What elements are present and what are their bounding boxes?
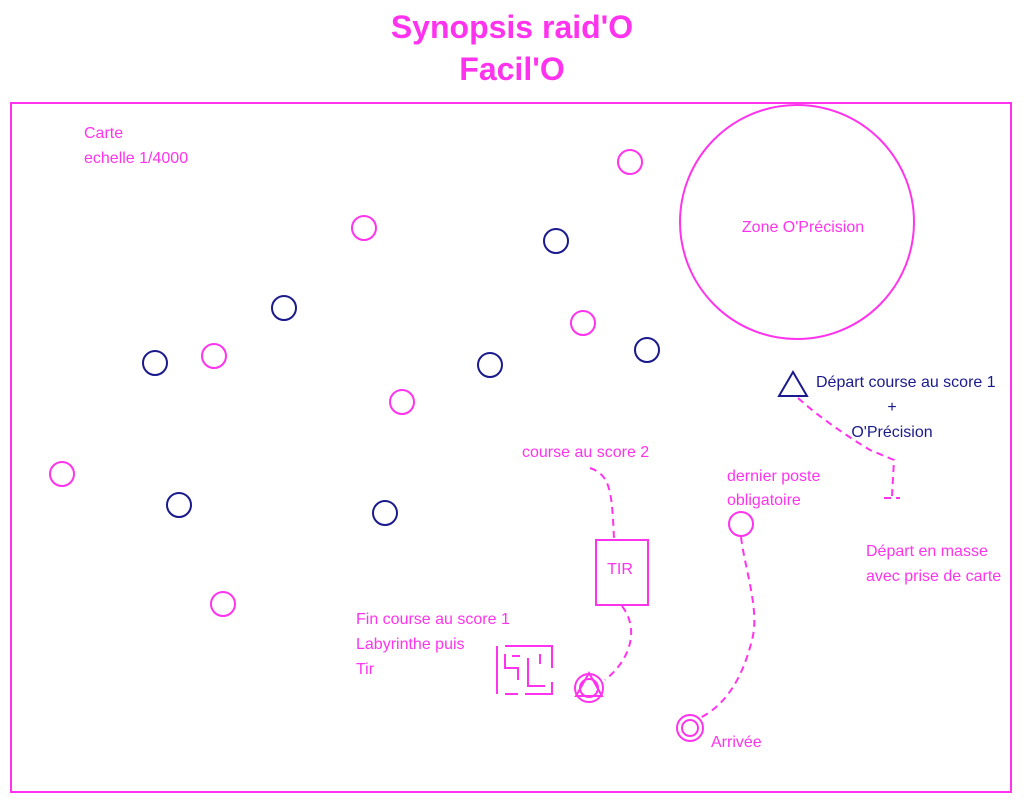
- last-post-label-2: obligatoire: [727, 492, 801, 509]
- control-point: [210, 591, 236, 617]
- control-point: [570, 310, 596, 336]
- last-post-label-1: dernier poste: [727, 468, 820, 485]
- map-label-carte: Carte: [84, 125, 123, 142]
- precision-zone-circle: [679, 104, 915, 340]
- navy-control-points: [142, 228, 660, 526]
- map-frame: [10, 102, 1012, 793]
- end-score1-label-1: Fin course au score 1: [356, 611, 510, 628]
- tir-box-label: TIR: [607, 561, 633, 578]
- tir-box: [595, 539, 649, 606]
- control-point: [617, 149, 643, 175]
- control-point: [543, 228, 569, 254]
- path-score2: [589, 467, 615, 541]
- title-line-2: Facil'O: [459, 51, 565, 87]
- end-score1-label-2: Labyrinthe puis: [356, 636, 465, 653]
- path-start-to-mass: [797, 397, 900, 499]
- control-point: [351, 215, 377, 241]
- finish-icon: [676, 714, 704, 742]
- control-point: [271, 295, 297, 321]
- control-point: [166, 492, 192, 518]
- magenta-control-points: [49, 149, 754, 617]
- start-triangle-icon: [777, 370, 809, 397]
- start-score1-plus: +: [887, 399, 896, 416]
- diagram-title: Synopsis raid'O Facil'O: [0, 6, 1024, 90]
- control-point: [142, 350, 168, 376]
- path-tir-to-shoot: [604, 605, 632, 681]
- shooting-point-icon: [574, 670, 604, 703]
- end-score1-label-3: Tir: [356, 661, 375, 678]
- mass-start-label-1: Départ en masse: [866, 543, 988, 560]
- last-mandatory-control: [728, 511, 754, 537]
- control-point: [49, 461, 75, 487]
- map-label-scale: echelle 1/4000: [84, 150, 188, 167]
- control-point: [389, 389, 415, 415]
- score2-label: course au score 2: [522, 444, 649, 461]
- start-score1-precision: O'Précision: [851, 424, 932, 441]
- control-point: [372, 500, 398, 526]
- control-point: [477, 352, 503, 378]
- control-point: [201, 343, 227, 369]
- title-line-1: Synopsis raid'O: [390, 9, 634, 45]
- finish-label: Arrivée: [711, 734, 762, 751]
- control-point: [634, 337, 660, 363]
- start-score1-label: Départ course au score 1: [816, 374, 996, 391]
- path-last-to-finish: [699, 536, 756, 719]
- labyrinth-icon: [496, 645, 553, 695]
- precision-zone-label: Zone O'Précision: [742, 219, 864, 236]
- mass-start-label-2: avec prise de carte: [866, 568, 1001, 585]
